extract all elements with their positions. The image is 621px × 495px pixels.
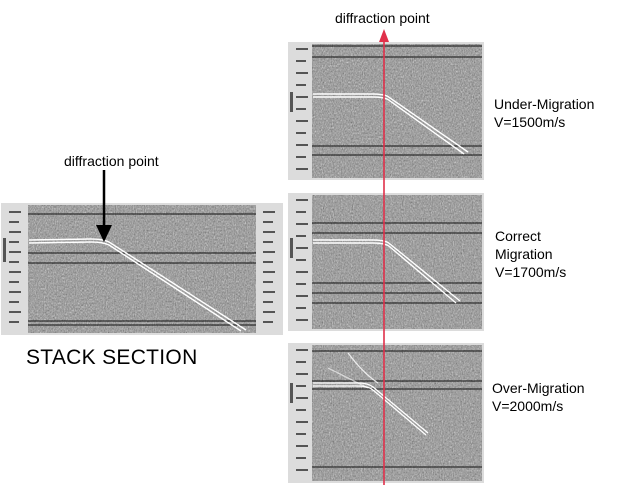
over-migration-caption: Over-Migration V=2000m/s (492, 379, 585, 415)
under-migration-caption: Under-Migration V=1500m/s (494, 95, 594, 131)
stack-right-axis-ticks (263, 211, 275, 323)
over-migration-velocity: V=2000m/s (492, 398, 564, 414)
correct-seismic-noise (312, 195, 482, 329)
left-diffraction-label: diffraction point (64, 153, 159, 169)
stack-left-axis-ticks (3, 211, 21, 323)
correct-migration-caption: Correct Migration V=1700m/s (495, 227, 566, 281)
under-migration-title: Under-Migration (494, 96, 595, 112)
over-axis-ticks (290, 349, 308, 471)
stack-section-panel (1, 203, 283, 335)
under-axis-ticks (290, 48, 308, 170)
over-reflectors (312, 350, 482, 468)
marker-arrowhead-icon (379, 29, 389, 42)
stack-reflectors (28, 213, 256, 326)
over-seismic-noise (312, 345, 482, 481)
over-diffraction-event (313, 352, 429, 436)
under-seismic-noise (312, 44, 482, 178)
correct-migration-panel (288, 193, 484, 331)
correct-migration-velocity: V=1700m/s (495, 264, 567, 280)
over-migration-title: Over-Migration (492, 380, 585, 396)
top-diffraction-label: diffraction point (335, 10, 430, 26)
under-migration-velocity: V=1500m/s (494, 114, 566, 130)
correct-reflectors (312, 222, 482, 304)
under-migration-panel (288, 42, 484, 180)
stack-section-title: STACK SECTION (26, 346, 198, 369)
over-migration-panel (288, 343, 484, 483)
correct-axis-ticks (290, 199, 308, 321)
correct-migration-title-2: Migration (495, 246, 553, 262)
correct-migration-title-1: Correct (495, 228, 541, 244)
